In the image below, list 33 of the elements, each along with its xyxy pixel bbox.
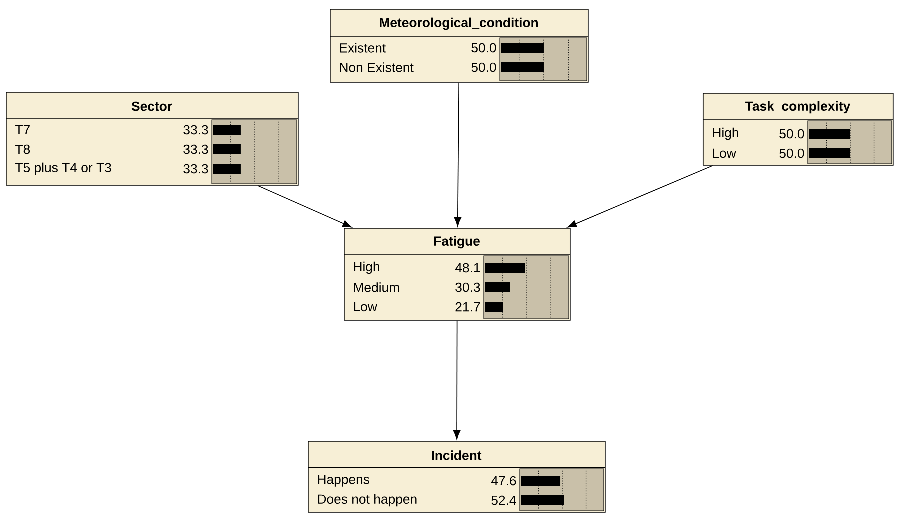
state-label: Medium <box>354 282 400 292</box>
probability-value: 52.4 <box>492 496 516 506</box>
state-label: High <box>713 128 738 140</box>
arrow <box>454 82 462 227</box>
node-title: Meteorological_condition <box>380 18 538 30</box>
state-label: High <box>354 262 380 274</box>
probability-value: 47.6 <box>491 476 516 486</box>
state-label: Non Existent <box>340 62 414 72</box>
state-label: T5 plus T4 or T3 <box>16 162 112 176</box>
arrow <box>453 320 461 440</box>
probability-value: 33.3 <box>184 144 208 154</box>
probability-value: 50.0 <box>472 62 496 72</box>
arrow <box>258 185 352 228</box>
probability-value: 50.0 <box>780 129 804 139</box>
probability-value: 33.3 <box>184 125 208 135</box>
node-title: Incident <box>432 450 482 460</box>
state-label: Low <box>713 148 736 158</box>
state-label: Does not happen <box>318 494 417 507</box>
node-title: Fatigue <box>434 236 480 249</box>
probability-value: 30.3 <box>456 282 480 292</box>
node-title: Task_complexity <box>746 101 851 114</box>
probability-value: 33.3 <box>184 164 208 174</box>
node-title: Sector <box>132 102 172 112</box>
state-label: T7 <box>16 125 30 135</box>
state-label: T8 <box>16 144 30 154</box>
probability-value: 48.1 <box>455 263 480 273</box>
state-label: Happens <box>318 475 370 487</box>
probability-value: 50.0 <box>472 43 496 53</box>
probability-value: 50.0 <box>780 148 804 158</box>
probability-value: 21.7 <box>456 302 480 312</box>
state-label: Low <box>354 302 378 312</box>
state-label: Existent <box>340 43 386 53</box>
arrow <box>568 165 714 228</box>
